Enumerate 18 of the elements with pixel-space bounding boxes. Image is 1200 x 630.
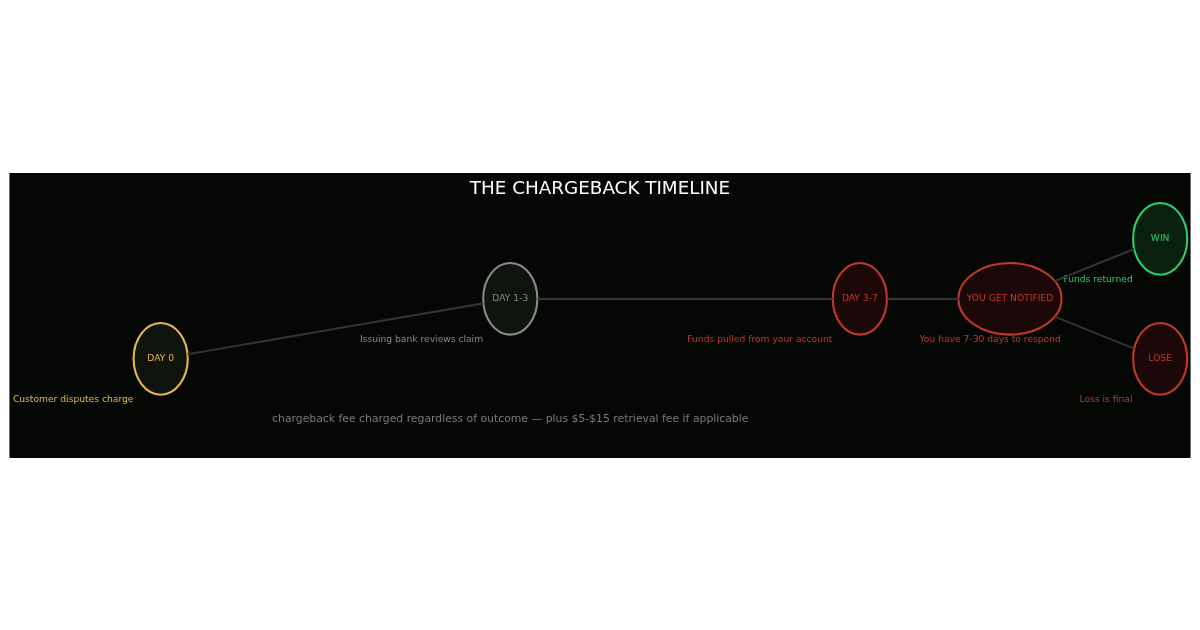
node-ellipse: DAY 0	[132, 321, 189, 396]
node-label: Loss is final	[1079, 392, 1133, 404]
label: chargeback fee charged regardless of outcome — plus $5-$15 retrieval fee if applicable	[272, 411, 749, 425]
connector	[1054, 247, 1135, 282]
node-ellipse: WIN	[1132, 201, 1189, 276]
node-ellipse: DAY 3-7	[831, 261, 888, 336]
connector	[537, 297, 833, 300]
node-ellipse: YOU GET NOTIFIED	[957, 261, 1063, 336]
node-label: Funds pulled from your account	[687, 332, 833, 344]
connector	[187, 301, 484, 355]
node-label: Issuing bank reviews claim	[359, 332, 484, 344]
node-label: Funds returned	[1063, 272, 1133, 284]
node-label: Customer disputes charge	[12, 392, 134, 404]
node-ellipse: DAY 1-3	[482, 261, 539, 336]
connector	[1054, 315, 1135, 350]
connector	[887, 297, 959, 300]
diagram-title: THE CHARGEBACK TIMELINE	[469, 176, 731, 198]
node-ellipse: LOSE	[1132, 321, 1189, 396]
